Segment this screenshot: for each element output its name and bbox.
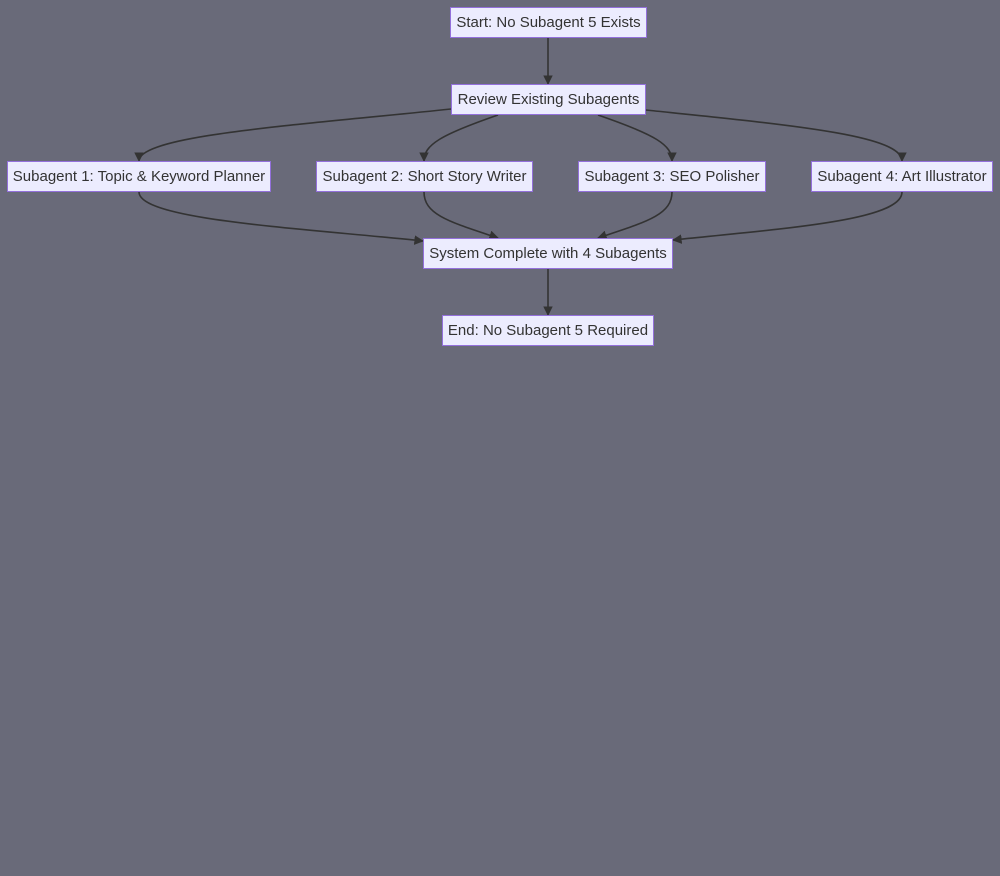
edge-review-subagent1 [134,108,452,162]
subagent-4-node: Subagent 4: Art Illustrator [811,161,993,192]
edge-review-subagent2 [419,114,499,162]
edge-review-subagent4 [645,109,907,162]
subagent-2-node: Subagent 2: Short Story Writer [316,161,533,192]
system-complete-node: System Complete with 4 Subagents [423,238,673,269]
subagent-1-node: Subagent 1: Topic & Keyword Planner [7,161,271,192]
edge-review-subagent3 [597,114,677,162]
edge-subagent2-system [423,191,499,240]
review-node: Review Existing Subagents [451,84,646,115]
subagent-3-node: Subagent 3: SEO Polisher [578,161,766,192]
start-node: Start: No Subagent 5 Exists [450,7,647,38]
end-node: End: No Subagent 5 Required [442,315,654,346]
edge-subagent4-system [672,191,903,244]
edge-subagent3-system [597,191,673,240]
edge-subagent1-system [138,191,424,245]
